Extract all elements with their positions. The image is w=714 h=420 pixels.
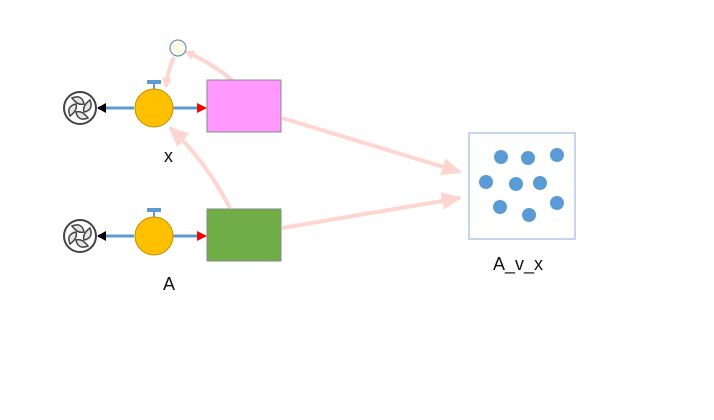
scatter-dot (522, 208, 536, 222)
stock-A-label: A (163, 274, 176, 294)
graph-node[interactable] (468, 132, 576, 240)
link-connector-to-valve-x[interactable] (162, 56, 176, 88)
graph-label: A_v_x (493, 254, 544, 274)
scatter-dot (550, 196, 564, 210)
scatter-dot (550, 148, 564, 162)
stock-x[interactable] (206, 79, 282, 133)
cloud-icon (63, 91, 97, 125)
valve-icon[interactable] (134, 208, 174, 256)
scatter-dot (533, 176, 547, 190)
scatter-dot (509, 177, 523, 191)
connector-icon[interactable] (169, 39, 187, 57)
link-x-to-connector[interactable] (184, 50, 234, 82)
scatter-dots (479, 148, 564, 222)
scatter-dot (479, 175, 493, 189)
flow-x[interactable] (63, 80, 207, 128)
stock-A[interactable] (206, 208, 282, 262)
link-A-to-graph[interactable] (281, 192, 462, 230)
valve-icon[interactable] (134, 80, 174, 128)
link-x-to-graph[interactable] (281, 116, 462, 176)
scatter-dot (493, 200, 507, 214)
cloud-icon (63, 219, 97, 253)
flow-A[interactable] (63, 208, 207, 256)
link-A-to-valve-x[interactable] (168, 126, 232, 209)
scatter-dot (521, 151, 535, 165)
scatter-dot (494, 150, 508, 164)
stock-x-label: x (164, 146, 173, 166)
